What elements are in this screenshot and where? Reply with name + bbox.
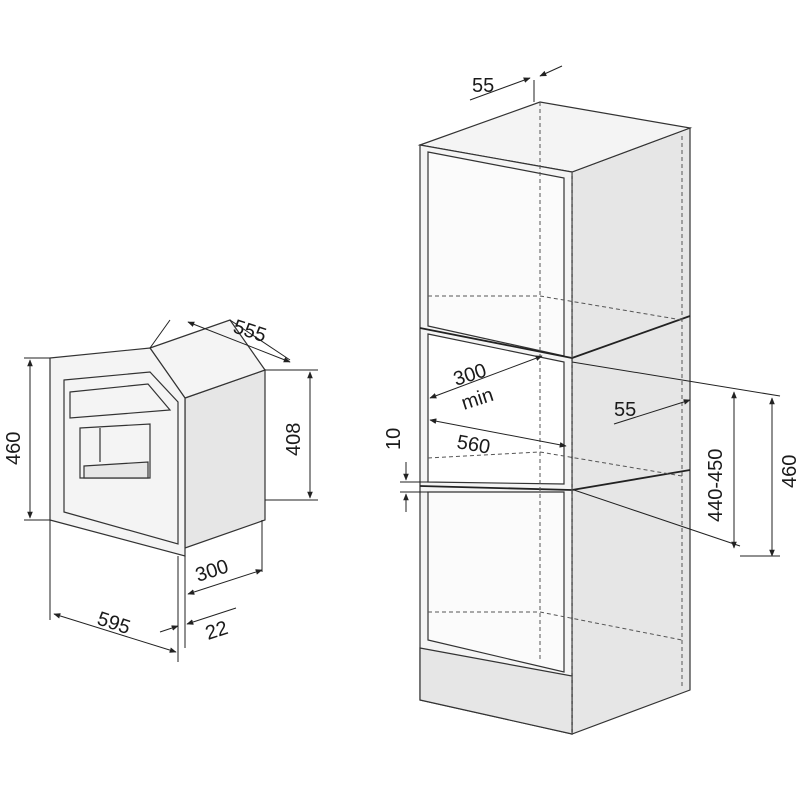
dim-408-label: 408 bbox=[283, 423, 305, 456]
appliance-display-strip bbox=[69, 383, 172, 419]
hidden-lower-back-2 bbox=[539, 611, 683, 641]
dim-300min-line bbox=[429, 355, 543, 399]
dim-55-side-ext-top bbox=[571, 361, 781, 397]
appliance-front-panel bbox=[63, 371, 179, 545]
lower-compartment bbox=[427, 491, 565, 673]
cabinet-side-panel bbox=[571, 127, 691, 735]
hidden-upper-back-2 bbox=[539, 295, 683, 321]
hidden-niche-back-2 bbox=[539, 451, 683, 477]
dim-595-line bbox=[53, 613, 177, 653]
dim-460-label: 460 bbox=[3, 432, 25, 465]
dim-560-line bbox=[429, 418, 567, 448]
dim-55-side-arrow bbox=[613, 399, 691, 425]
dim-460-cabinet-label: 460 bbox=[779, 455, 800, 488]
dim-22-label: 22 bbox=[203, 617, 231, 645]
dim-55-top-label: 55 bbox=[472, 75, 494, 97]
cabinet-dimensions: 55 300 min 560 10 55 440-450 460 bbox=[383, 65, 800, 557]
appliance-front-frame bbox=[49, 347, 186, 557]
dim-22-arrow-left bbox=[159, 625, 179, 633]
dim-595-label: 595 bbox=[94, 608, 133, 639]
shelf-upper-depth bbox=[571, 315, 691, 359]
dim-10-label: 10 bbox=[383, 428, 405, 450]
dim-300-line bbox=[187, 569, 263, 595]
cabinet-drawing bbox=[417, 101, 693, 735]
dim-555-line bbox=[187, 321, 291, 363]
dim-55-side-label: 55 bbox=[614, 399, 636, 421]
dim-440-450-label: 440-450 bbox=[705, 449, 727, 522]
dim-555-ext-1 bbox=[149, 319, 171, 349]
shelf-upper bbox=[419, 327, 573, 359]
appliance-drawing bbox=[49, 319, 266, 557]
upper-compartment bbox=[427, 151, 565, 357]
shelf-lower bbox=[419, 485, 573, 491]
drip-tray bbox=[83, 461, 149, 479]
dim-55-side-ext-bottom bbox=[573, 489, 741, 547]
appliance-body-side bbox=[184, 369, 266, 549]
dim-22-arrow-right bbox=[186, 607, 237, 625]
dim-55-top-arrow-2 bbox=[539, 65, 563, 77]
shelf-lower-depth bbox=[571, 469, 691, 491]
dispenser-opening bbox=[79, 423, 151, 479]
dim-55-top-arrow-1 bbox=[469, 77, 531, 101]
hidden-niche-back bbox=[427, 451, 541, 459]
